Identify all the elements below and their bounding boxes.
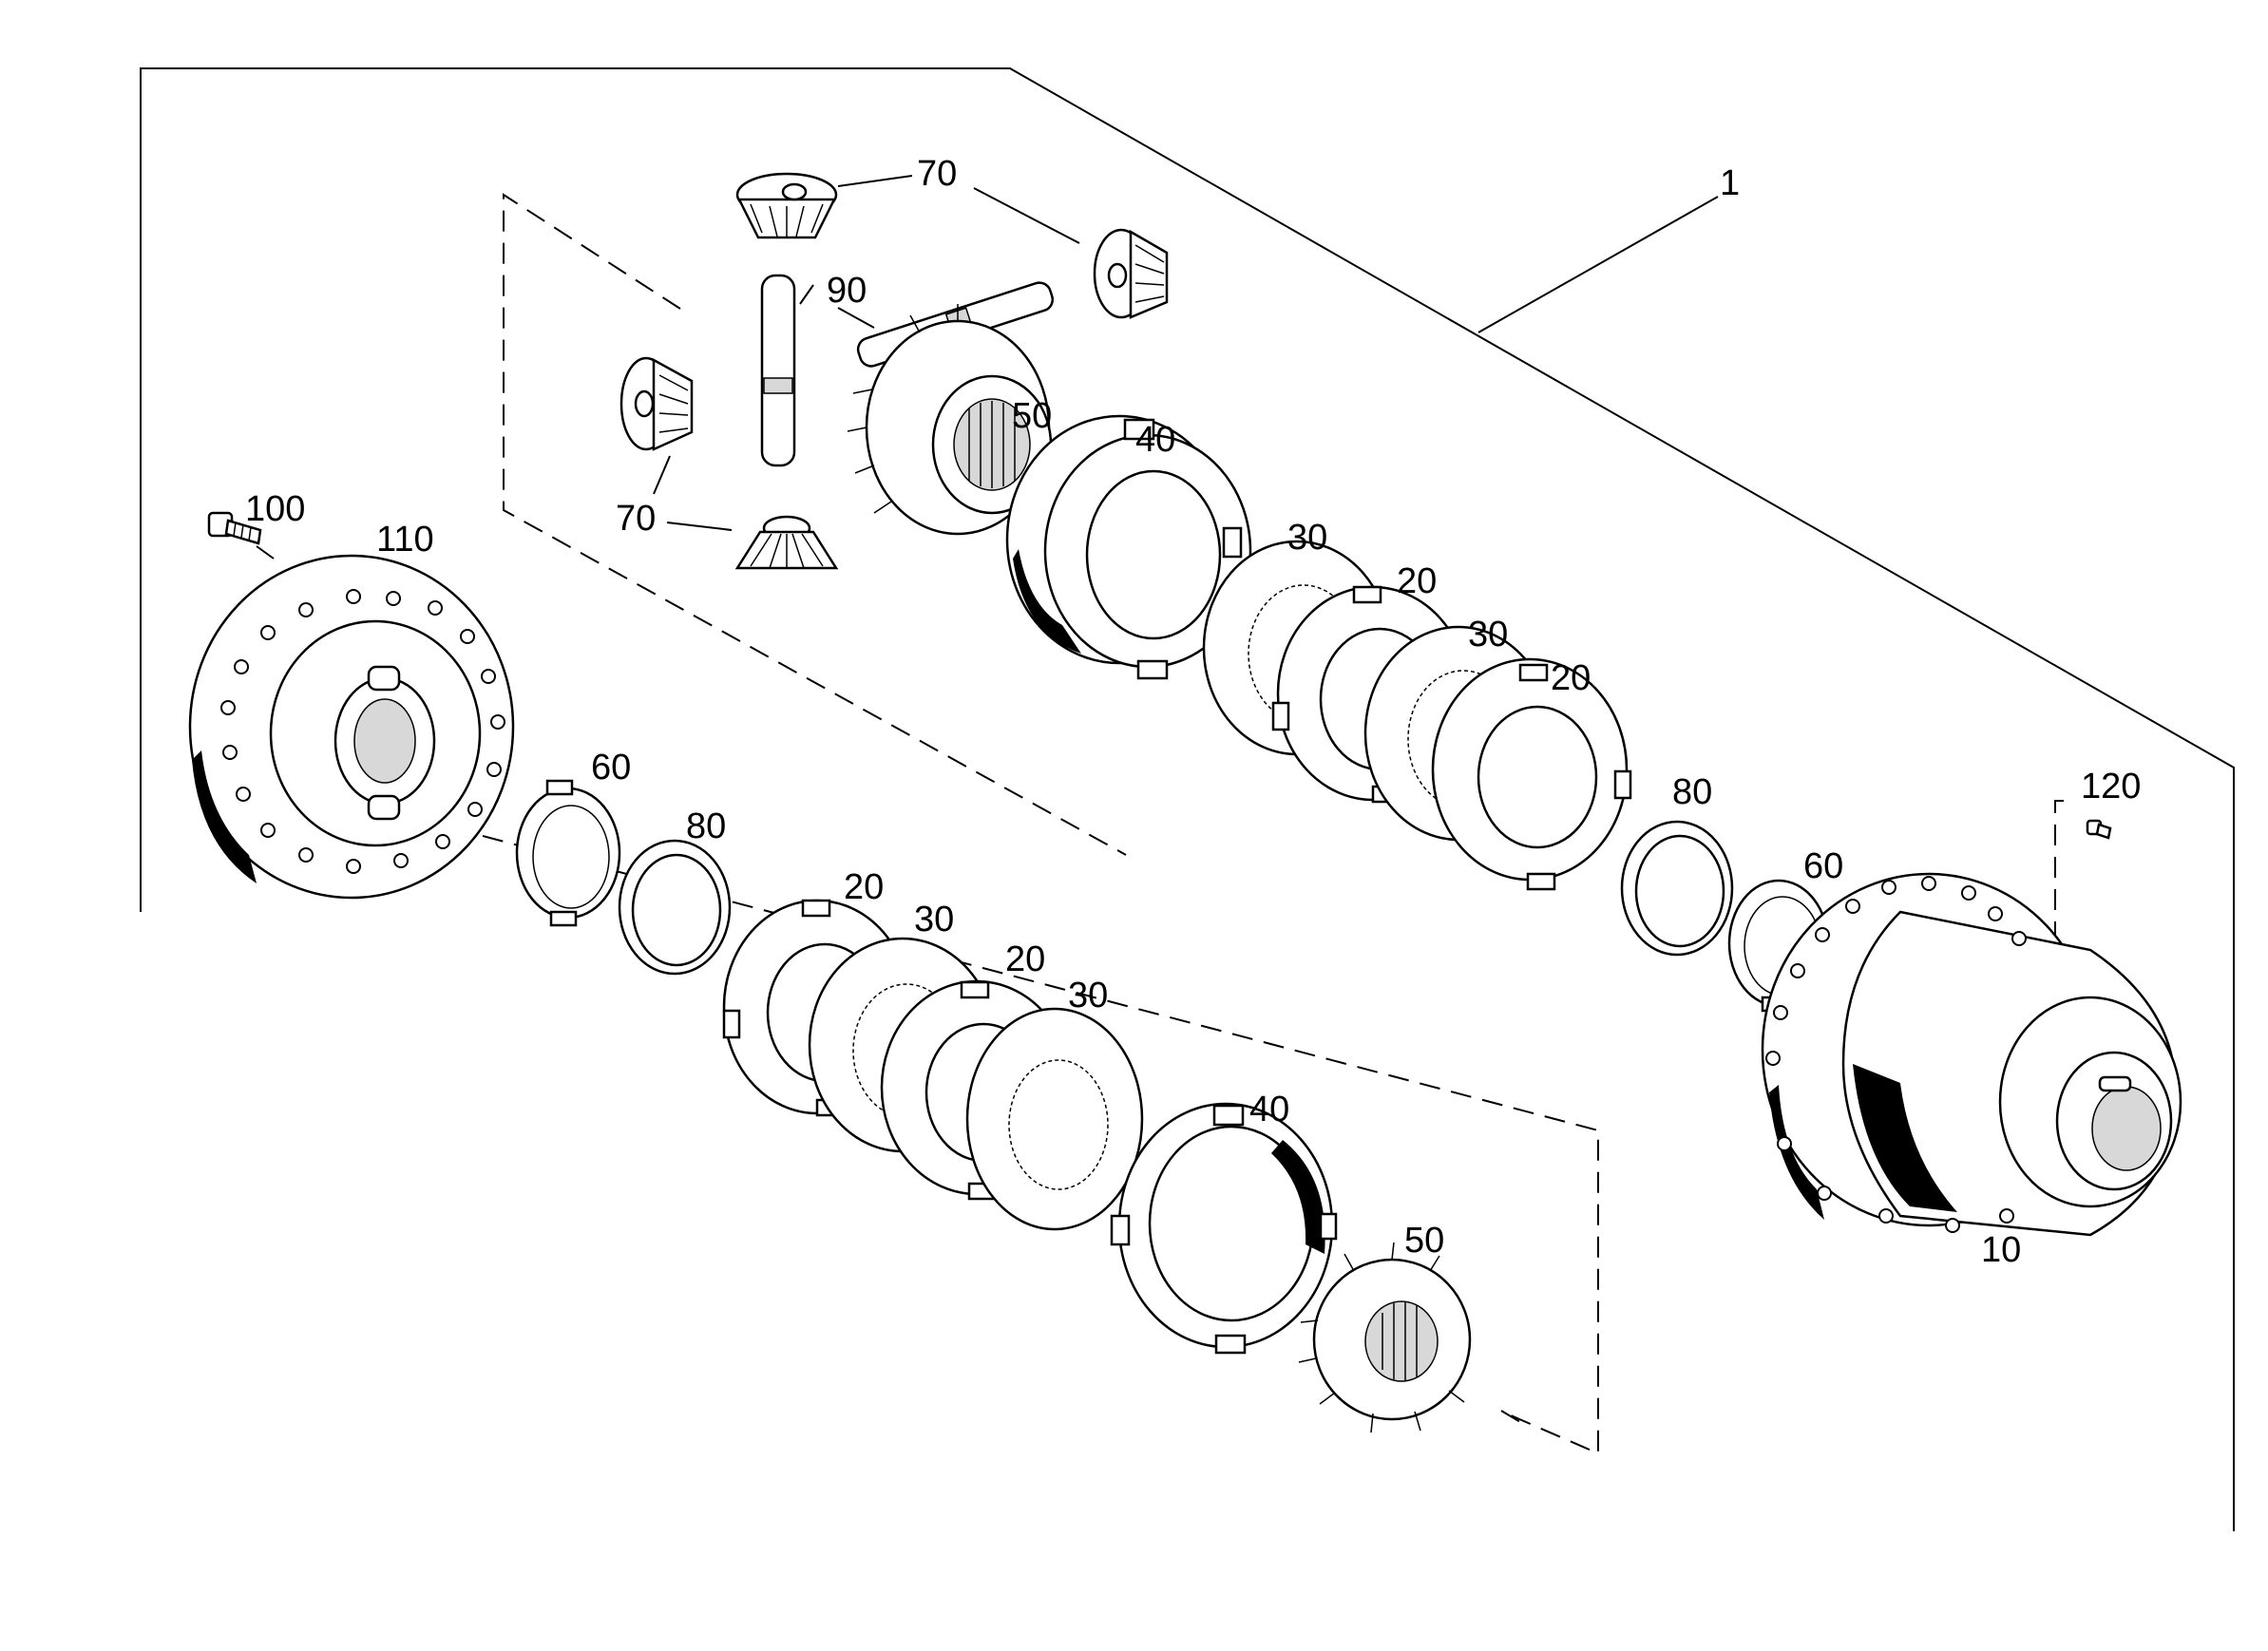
leader-lines	[256, 175, 1080, 560]
pinion-gear-bottom	[734, 515, 839, 570]
differential-housing	[1761, 872, 2182, 1237]
side-gear-bottom	[1298, 1242, 1472, 1433]
pressure-ring-top	[1005, 414, 1252, 680]
cover-bolt-holes	[220, 589, 505, 874]
label-30-a: 30	[1287, 518, 1327, 558]
cross-shaft-vertical	[760, 274, 796, 467]
label-60-right: 60	[1803, 846, 1843, 886]
assembly-frame	[140, 67, 2235, 1531]
label-100: 100	[245, 489, 305, 529]
inner-group-dashed-frame	[482, 193, 2064, 1455]
label-30-c: 30	[914, 900, 954, 939]
label-40-top: 40	[1135, 420, 1175, 460]
thrust-washer-60-left	[515, 779, 621, 927]
side-gear-top	[847, 304, 1053, 536]
thrust-washer-80-left	[618, 839, 732, 976]
pressure-ring-bottom	[1110, 1102, 1338, 1355]
part-labels: 1 70 90 50 40 70 100 110 30 20 30 20 60 …	[245, 154, 2141, 1270]
label-50-top: 50	[1012, 396, 1052, 436]
label-20-b: 20	[1551, 658, 1591, 698]
steel-plate-20-b	[1431, 657, 1632, 891]
label-30-d: 30	[1068, 976, 1108, 1015]
leader-1	[1477, 196, 1719, 333]
label-90: 90	[827, 271, 867, 311]
label-20-d: 20	[1005, 939, 1045, 979]
screw	[2086, 819, 2112, 840]
label-60-left: 60	[591, 748, 631, 788]
label-120: 120	[2081, 767, 2141, 807]
housing-bolt-holes	[1765, 876, 2027, 1233]
label-70-top: 70	[917, 154, 957, 194]
pinion-gear-left	[619, 356, 694, 451]
label-10: 10	[1981, 1230, 2021, 1270]
label-1: 1	[1720, 163, 1740, 203]
label-30-b: 30	[1468, 615, 1508, 655]
label-80-left: 80	[686, 807, 726, 846]
label-20-a: 20	[1397, 561, 1437, 601]
cover-plate	[188, 554, 515, 900]
pinion-gear-top	[735, 172, 838, 239]
label-110: 110	[376, 520, 434, 560]
label-70-bottom: 70	[616, 499, 656, 539]
pinion-gear-right	[1093, 228, 1169, 319]
label-40-bottom: 40	[1249, 1090, 1289, 1129]
bolt	[207, 511, 262, 545]
label-80-right: 80	[1672, 772, 1712, 812]
label-20-c: 20	[844, 867, 884, 907]
label-50-bottom: 50	[1404, 1221, 1444, 1261]
thrust-washer-80-right	[1620, 820, 1734, 957]
friction-plate-30-d	[965, 1007, 1144, 1231]
